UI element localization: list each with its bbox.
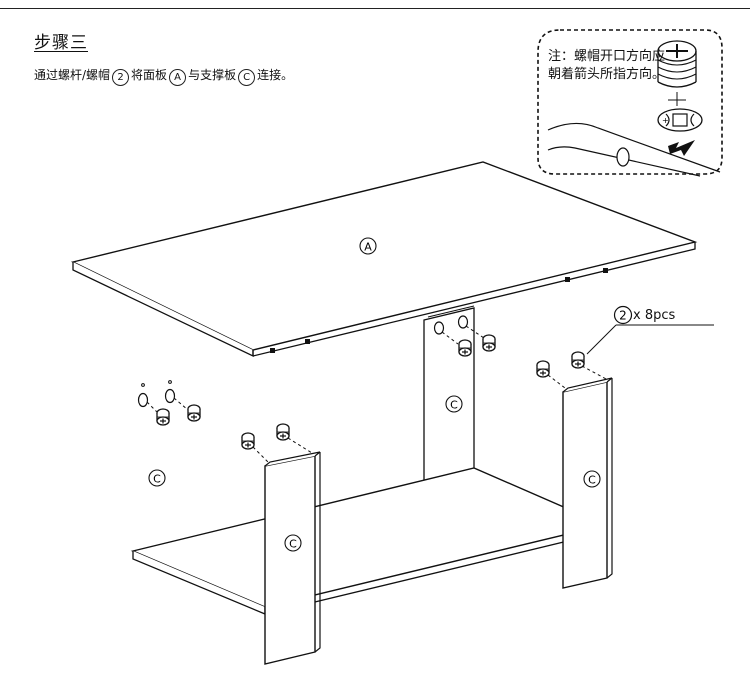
- label-panel-c-left: C: [148, 469, 166, 487]
- instruction-part-1: 通过螺杆/螺帽: [34, 68, 111, 82]
- left-panel-holes: [137, 380, 176, 408]
- step-title: 步骤三: [34, 33, 88, 53]
- label-panel-a: A: [359, 237, 377, 255]
- cam-nut-icon: [276, 423, 290, 441]
- label-c-text: C: [450, 399, 458, 412]
- svg-text:+: +: [662, 116, 669, 125]
- label-c-text: C: [153, 473, 161, 486]
- cam-nut-icon: [458, 339, 472, 357]
- label-panel-c-right: C: [583, 470, 601, 488]
- label-c-text: C: [289, 538, 297, 551]
- instruction-part-3: 与支撑板: [188, 68, 237, 82]
- label-c-text: C: [588, 474, 596, 487]
- note-callout: +: [537, 29, 723, 177]
- hardware-callout: 2: [586, 305, 714, 355]
- direction-arrow-icon: [668, 140, 695, 156]
- support-panel-c-front-left: [264, 451, 321, 665]
- cam-nut-icon: [187, 404, 201, 422]
- label-panel-c-front: C: [284, 534, 302, 552]
- instruction-part-4: 连接。: [257, 68, 294, 82]
- ref-marker-c: C: [238, 69, 256, 86]
- ref-marker-2: 2: [112, 69, 130, 86]
- cam-nut-icon: [536, 360, 550, 378]
- ref-marker-a: A: [169, 69, 187, 86]
- tabletop-panel-a: [70, 161, 698, 358]
- top-divider: [0, 8, 750, 9]
- hardware-ref-label: 2: [619, 309, 627, 323]
- alignment-guides: [146, 325, 609, 463]
- hardware-count-label: x 8pcs: [633, 308, 676, 323]
- note-text: 注：螺帽开口方向应朝着箭头所指方向。: [548, 49, 666, 82]
- cam-nut-icon: [571, 351, 585, 369]
- bottom-shelf: [130, 467, 608, 615]
- support-panel-c-center: [423, 305, 475, 483]
- label-panel-c-center: C: [445, 395, 463, 413]
- support-panel-c-right: [562, 377, 613, 589]
- cam-nut-icon: [482, 334, 496, 352]
- label-a-text: A: [364, 241, 372, 254]
- cam-lock-detail: +: [657, 108, 703, 132]
- cam-nut-icon: [156, 408, 170, 426]
- board-detail: [547, 122, 721, 177]
- cam-nut-detail: [657, 40, 697, 106]
- cam-nut-icon: [241, 432, 255, 450]
- instruction-part-2: 将面板: [131, 68, 168, 82]
